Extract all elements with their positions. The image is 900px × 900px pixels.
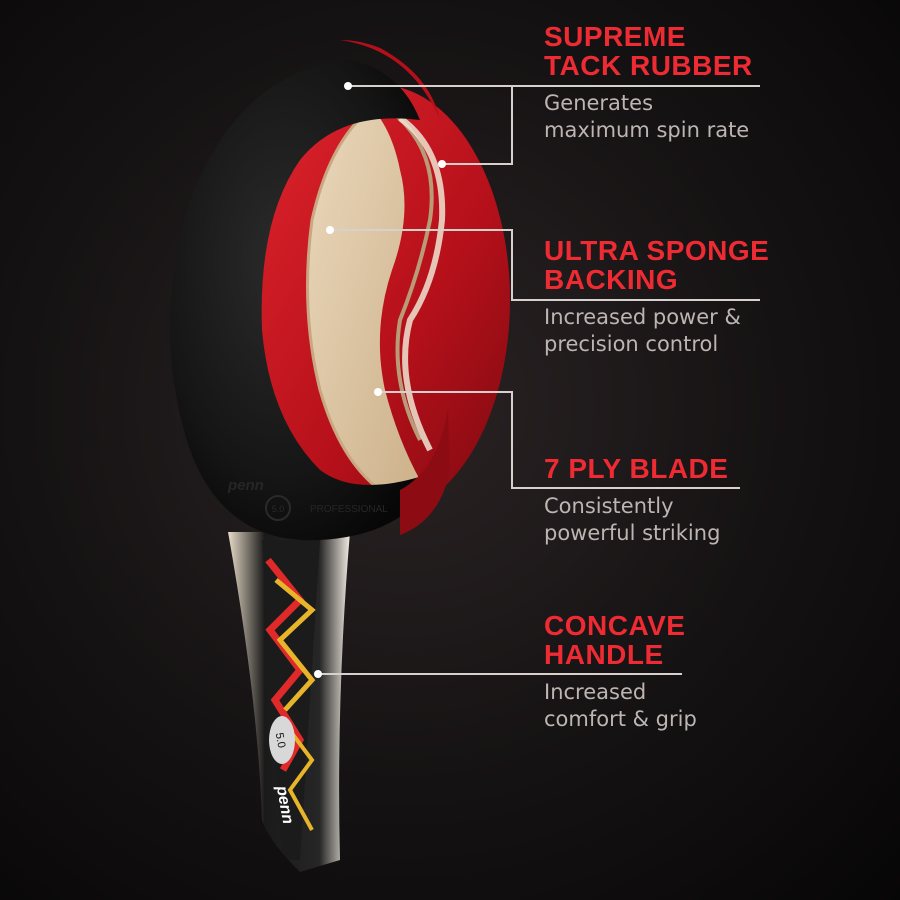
feature-tack-rubber: SUPREME TACK RUBBER Generates maximum sp… (544, 22, 884, 144)
callout-dots (314, 82, 446, 678)
blade-wood-layer (306, 106, 434, 492)
svg-text:5.0: 5.0 (273, 732, 287, 749)
svg-text:penn: penn (273, 784, 297, 826)
paddle-handle: 5.0 penn (228, 532, 350, 872)
feature-description: Increased comfort & grip (544, 680, 697, 731)
feature-title: 7 PLY BLADE (544, 453, 729, 484)
feature-sponge-backing: ULTRA SPONGE BACKING Increased power & p… (544, 236, 884, 358)
edge-trim (340, 40, 450, 535)
feature-concave-handle: CONCAVE HANDLE Increased comfort & grip (544, 611, 884, 733)
callout-lines (318, 85, 760, 675)
feature-description: Increased power & precision control (544, 305, 741, 356)
feature-title: SUPREME TACK RUBBER (544, 21, 753, 81)
feature-title: CONCAVE HANDLE (544, 610, 686, 670)
feature-title: ULTRA SPONGE BACKING (544, 235, 770, 295)
svg-text:penn: penn (227, 477, 264, 494)
feature-ply-blade: 7 PLY BLADE Consistently powerful striki… (544, 454, 884, 547)
sponge-layer (398, 115, 446, 452)
black-rubber-layer: penn 5.0 PROFESSIONAL (170, 60, 440, 541)
feature-description: Generates maximum spin rate (544, 91, 750, 142)
svg-text:5.0: 5.0 (272, 504, 285, 514)
feature-description: Consistently powerful striking (544, 494, 721, 545)
svg-text:PROFESSIONAL: PROFESSIONAL (310, 504, 388, 515)
